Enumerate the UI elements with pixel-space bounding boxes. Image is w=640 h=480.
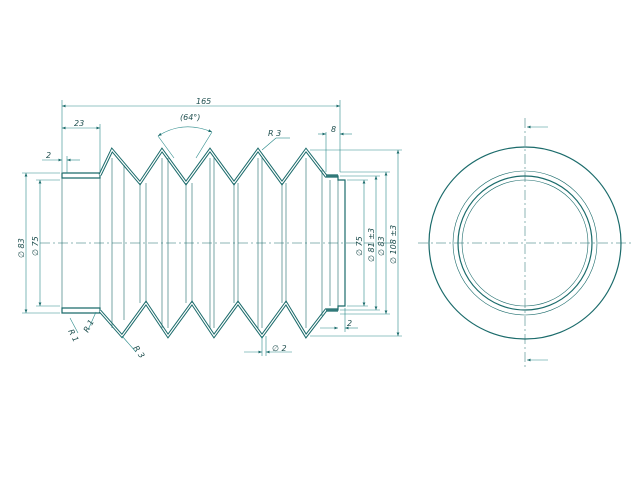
dimensions: 165 23 2 8 (64°) R 3 R 1 R 1 R 3 [17,97,402,360]
left-cuff-bottom [61,307,101,314]
dim-cuff-length: 23 [74,119,84,128]
dim-left-outer-dia: ∅ 83 [17,238,26,258]
end-ring-circle [452,170,598,316]
dim-right-81: ∅ 81 ±3 [367,228,376,262]
left-cuff-top [61,172,101,179]
dim-right-108: ∅ 108 ±3 [389,225,398,264]
dim-cuff-wall: 2 [46,151,51,160]
dim-radius-left-a: R 1 [66,328,80,344]
bellows-end-view [418,118,632,368]
right-cuff [326,175,346,311]
convolution-top-inner [99,148,338,185]
dim-right-inner-dia: ∅ 75 [355,236,364,256]
dim-left-inner-dia: ∅ 75 [31,236,40,256]
dim-angle: (64°) [180,113,200,122]
convolution-bottom-inner [99,301,338,338]
dim-right-83: ∅ 83 [377,236,386,256]
dim-radius-left-b: R 1 [82,318,96,334]
dim-overall-length: 165 [196,97,211,106]
dim-bottom-wall: ∅ 2 [272,344,287,353]
dim-radius-top: R 3 [268,129,281,138]
dim-right-cuff-length: 8 [331,125,336,134]
dim-radius-bottom: R 3 [131,344,146,360]
fold-lines [111,158,323,328]
bellows-side-view [40,147,395,339]
dim-right-wall: 2 [347,319,352,328]
